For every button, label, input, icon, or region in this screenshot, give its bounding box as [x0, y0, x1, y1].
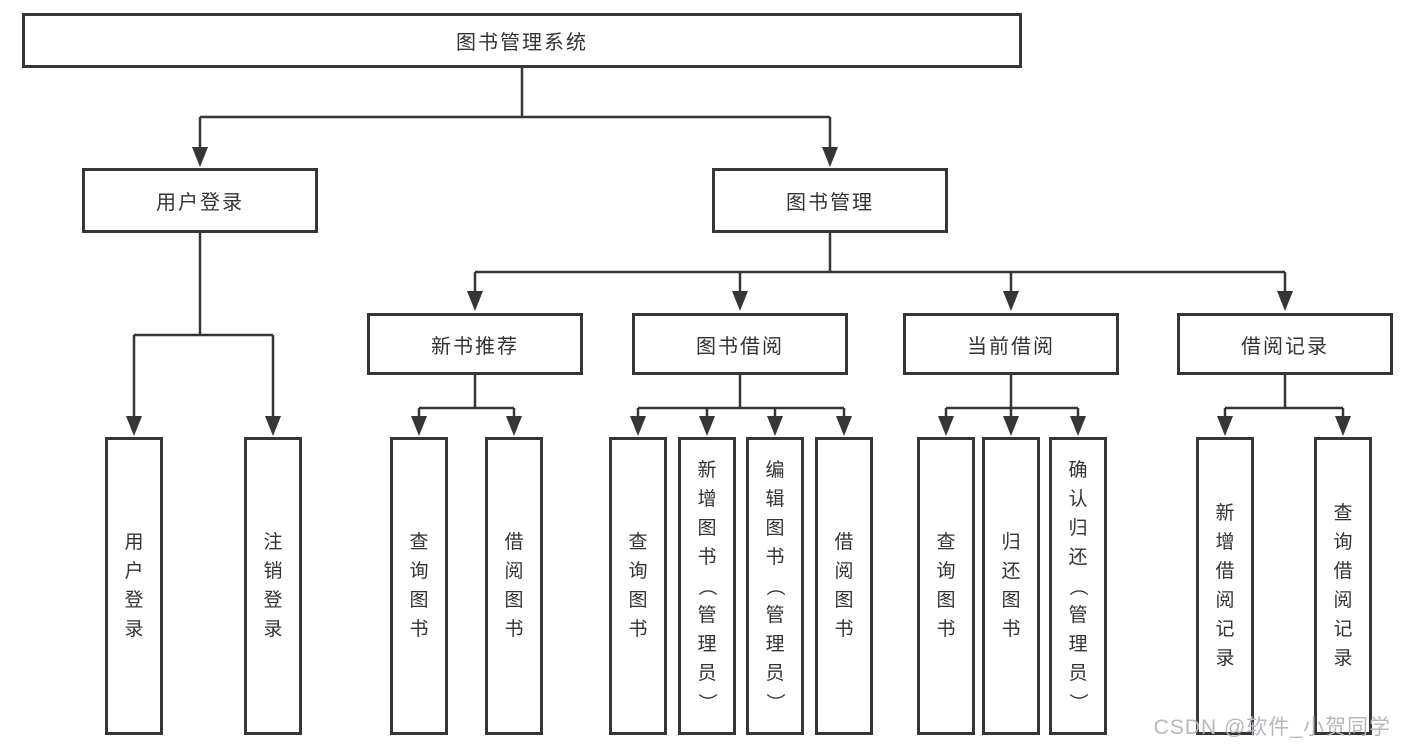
leaf-query-borrowing-record: 查询借阅记录 — [1314, 437, 1372, 735]
node-root-library-management-system: 图书管理系统 — [22, 13, 1022, 68]
leaf-query-books-borrowing: 查询图书 — [609, 437, 667, 735]
node-new-book-recommendation: 新书推荐 — [367, 313, 583, 375]
leaf-add-borrowing-record: 新增借阅记录 — [1196, 437, 1254, 735]
node-user-login: 用户登录 — [82, 168, 318, 233]
node-book-borrowing: 图书借阅 — [632, 313, 848, 375]
leaf-user-login: 用户登录 — [105, 437, 163, 735]
leaf-query-books-current: 查询图书 — [917, 437, 975, 735]
connector-root-to-level2 — [198, 68, 832, 152]
leaf-logout: 注销登录 — [244, 437, 302, 735]
leaf-borrow-books: 借阅图书 — [815, 437, 873, 735]
connector-bookborrow-fork — [636, 375, 846, 421]
arrowheads — [126, 147, 1351, 436]
connector-currentborrow-fork — [944, 375, 1080, 421]
node-borrowing-records: 借阅记录 — [1177, 313, 1393, 375]
leaf-borrow-books-recommend: 借阅图书 — [485, 437, 543, 735]
leaf-edit-book-admin: 编辑图书（管理员） — [746, 437, 804, 735]
leaf-add-book-admin: 新增图书（管理员） — [678, 437, 736, 735]
node-book-management: 图书管理 — [712, 168, 948, 233]
connector-newbook-fork — [417, 375, 516, 421]
leaf-return-books: 归还图书 — [982, 437, 1040, 735]
node-current-borrowing: 当前借阅 — [903, 313, 1119, 375]
connector-bookmgmt-to-level3 — [473, 233, 1287, 297]
csdn-watermark: CSDN @软件_小贺同学 — [1153, 716, 1391, 739]
leaf-query-books-recommend: 查询图书 — [390, 437, 448, 735]
connector-userlogin-to-leaves — [132, 233, 275, 421]
leaf-confirm-return-admin: 确认归还（管理员） — [1049, 437, 1107, 735]
connector-borrowrecord-fork — [1223, 375, 1345, 421]
